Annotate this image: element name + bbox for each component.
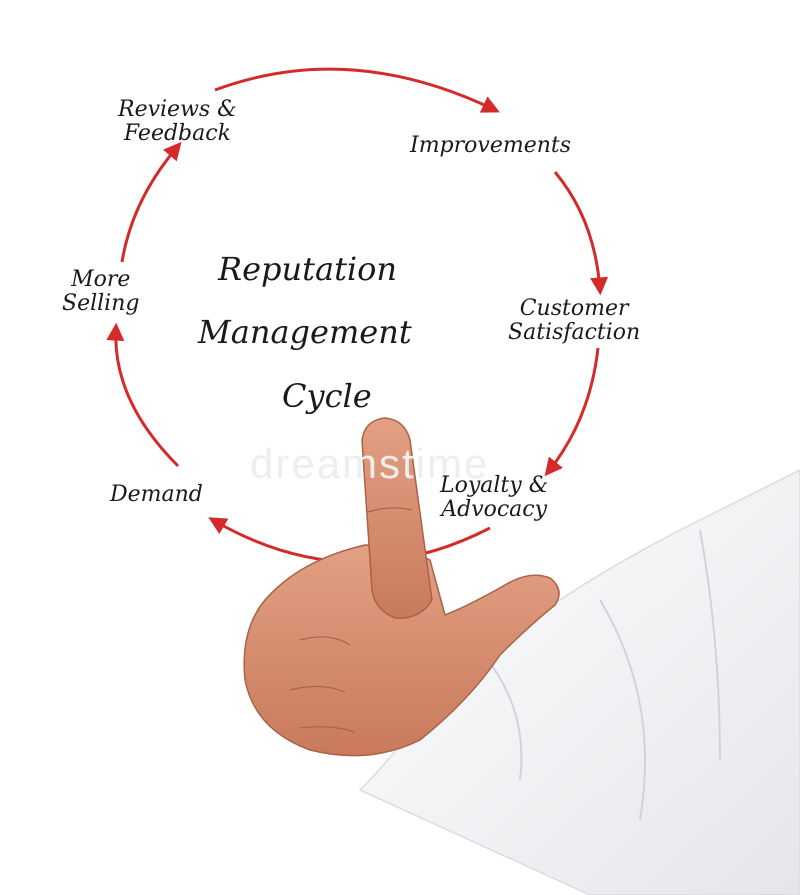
arrow-demand-to-selling — [106, 322, 180, 468]
node-satisfaction-line-1: Customer — [519, 296, 629, 321]
node-customer-satisfaction: Customer Satisfaction — [508, 297, 640, 345]
arrow-reviews-to-improvements — [214, 67, 500, 113]
node-selling-line-2: Selling — [62, 291, 140, 316]
pointing-hand — [243, 417, 800, 895]
arrow-satisfaction-to-loyalty — [544, 347, 600, 477]
node-reviews-feedback: Reviews & Feedback — [118, 98, 237, 146]
node-more-selling: More Selling — [62, 268, 139, 316]
node-demand: Demand — [110, 483, 203, 507]
center-title-line-3: Cycle — [282, 377, 372, 415]
center-title-line-1: Reputation — [218, 250, 398, 288]
node-improvements: Improvements — [410, 134, 571, 158]
watermark: dreamstime — [250, 440, 490, 487]
node-loyalty-line-2: Advocacy — [441, 497, 548, 522]
node-loyalty-line-1: Loyalty & — [440, 473, 549, 498]
cycle-arrows — [106, 67, 609, 564]
node-loyalty-advocacy: Loyalty & Advocacy — [440, 474, 548, 522]
arrow-improvements-to-satisfaction — [553, 171, 609, 296]
palm — [243, 544, 560, 757]
arrow-selling-to-reviews — [120, 141, 182, 263]
node-selling-line-1: More — [71, 267, 131, 292]
node-reviews-line-2: Feedback — [123, 121, 231, 146]
node-demand-line-1: Demand — [110, 482, 203, 507]
node-improvements-line-1: Improvements — [410, 133, 572, 158]
center-title-line-2: Management — [198, 313, 412, 351]
node-reviews-line-1: Reviews & — [118, 97, 237, 122]
node-satisfaction-line-2: Satisfaction — [508, 320, 641, 345]
index-finger — [361, 417, 433, 619]
finger-creases — [289, 507, 413, 733]
